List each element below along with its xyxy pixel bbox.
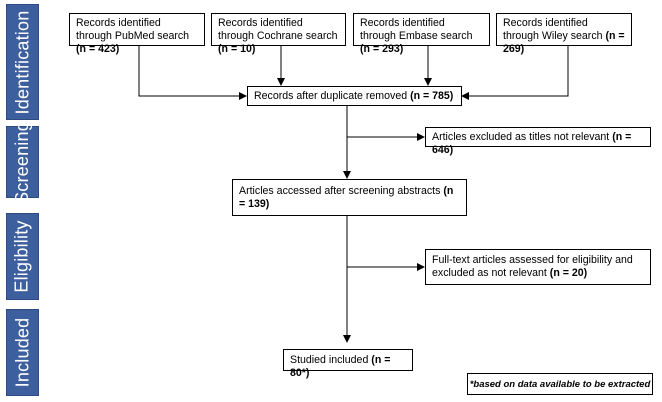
accessed-text: Articles accessed after screening abstra… [239,185,441,197]
source-wiley-text: Records identified through Wiley search [503,17,603,42]
stage-included: Included [6,309,39,396]
connector-pubmed [138,46,247,100]
excluded-titles-text: Articles excluded as titles not relevant [432,131,610,143]
after-duplicates-count: (n = 785) [410,90,454,102]
source-cochrane-text: Records identified through Cochrane sear… [218,17,338,42]
source-cochrane-count: (n = 10) [218,43,256,55]
included-box: Studied included (n = 80*) [283,349,413,379]
source-wiley-box: Records identified through Wiley search … [496,13,632,55]
excluded-fulltext-text: Full-text articles assessed for eligibil… [432,254,633,279]
excluded-fulltext-count: (n = 20) [549,267,588,279]
stage-eligibility: Eligibility [6,213,39,300]
footnote: *based on data available to be extracted [467,373,653,395]
excluded-fulltext-box: Full-text articles assessed for eligibil… [425,249,651,285]
accessed-box: Articles accessed after screening abstra… [232,179,467,216]
after-duplicates-box: Records after duplicate removed (n = 785… [247,86,462,106]
excluded-titles-count: (n = 646) [432,131,632,156]
stage-screening: Screening [6,121,39,203]
source-pubmed-text: Records identified through PubMed search [76,17,190,42]
excluded-titles-box: Articles excluded as titles not relevant… [425,127,651,156]
footnote-text: *based on data available to be extracted [469,378,651,390]
included-count: (n = 80*) [290,354,391,379]
source-embase-box: Records identified through Embase search… [353,13,490,55]
source-wiley-count: (n = 269) [503,30,625,55]
stage-identification: Identification [6,4,39,120]
accessed-count: (n = 139) [239,185,454,210]
source-pubmed-box: Records identified through PubMed search… [69,13,205,55]
included-text: Studied included [290,354,369,366]
after-duplicates-text: Records after duplicate removed [254,90,408,102]
source-cochrane-box: Records identified through Cochrane sear… [211,13,346,55]
source-embase-text: Records identified through Embase search [360,17,473,42]
source-embase-count: (n = 293) [360,43,404,55]
connector-wiley [461,46,569,100]
source-pubmed-count: (n = 423) [76,43,120,55]
